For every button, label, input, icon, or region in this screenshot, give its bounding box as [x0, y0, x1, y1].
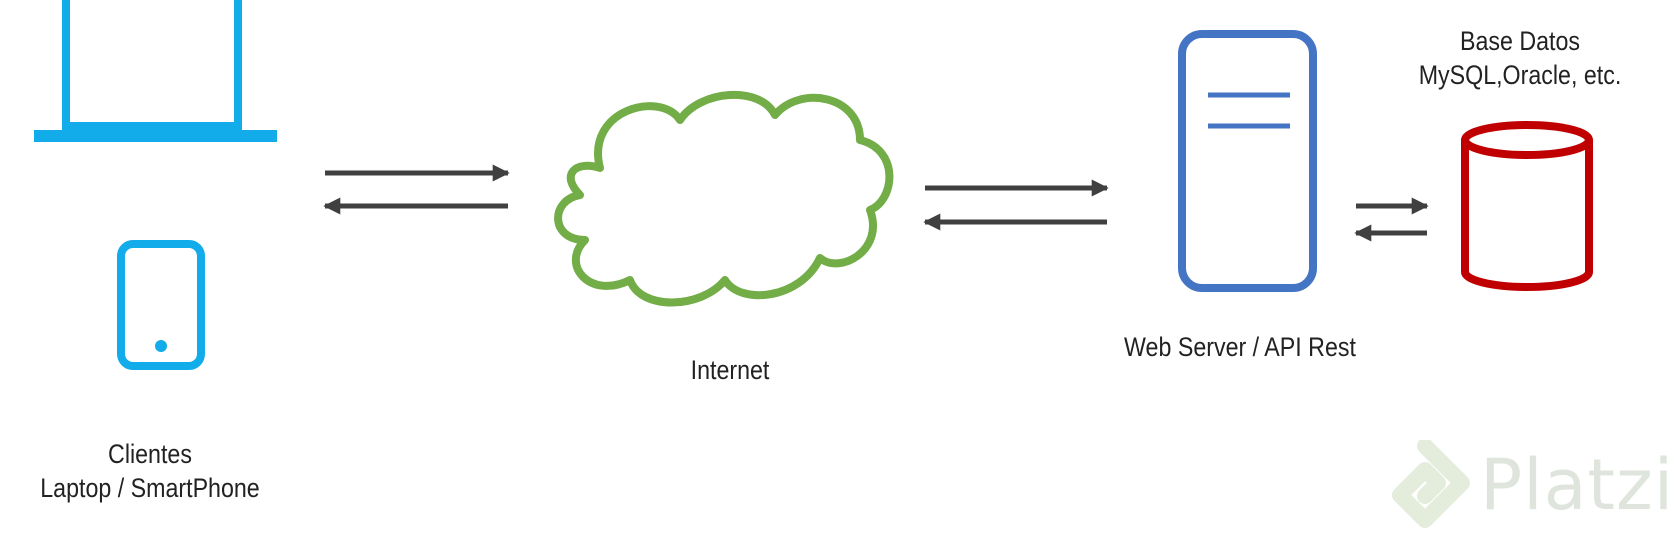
database-label: Base Datos MySQL,Oracle, etc.	[1395, 24, 1644, 92]
database-icon	[1461, 121, 1593, 291]
platzi-logo-icon	[1392, 440, 1470, 528]
clients-label-line2: Laptop / SmartPhone	[40, 473, 260, 503]
database-label-line1: Base Datos	[1459, 26, 1581, 56]
platzi-watermark: Platzi	[1380, 440, 1676, 537]
server-label: Web Server / API Rest	[1124, 332, 1356, 362]
smartphone-icon	[117, 240, 205, 370]
clients-label-line1: Clientes	[108, 439, 192, 469]
arrows-internet-server	[923, 179, 1109, 231]
database-label-line2: MySQL,Oracle, etc.	[1418, 60, 1622, 90]
cloud-icon	[554, 91, 894, 307]
internet-label: Internet	[690, 355, 770, 385]
arrows-server-database	[1354, 197, 1429, 242]
arrows-clients-internet	[323, 164, 510, 215]
clients-label: Clientes Laptop / SmartPhone	[21, 437, 279, 505]
laptop-icon	[34, 0, 277, 142]
platzi-wordmark: Platzi	[1480, 444, 1675, 526]
server-icon	[1178, 30, 1317, 292]
